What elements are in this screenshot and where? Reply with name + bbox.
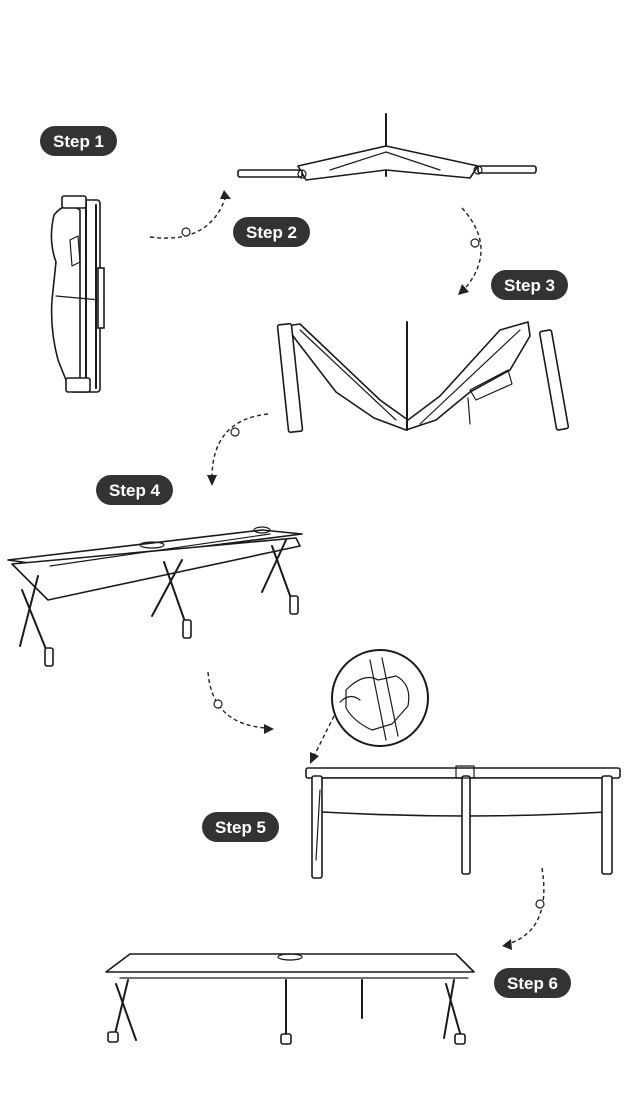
flow-arrow-4-to-5 — [207, 671, 274, 734]
step-1-badge: Step 1 — [40, 126, 117, 156]
folded-cot-illustration — [50, 195, 105, 393]
flow-arrow-3-to-4 — [207, 413, 269, 486]
step-1-label: Step 1 — [53, 132, 104, 151]
step-6-badge: Step 6 — [494, 968, 571, 998]
cot-side-view-illustration — [305, 765, 621, 879]
step-3-label: Step 3 — [504, 276, 555, 295]
finished-cot-illustration — [105, 953, 475, 1045]
step-6-label: Step 6 — [507, 974, 558, 993]
unfolded-cot-flat-illustration — [237, 113, 537, 181]
flow-arrow-2-to-3 — [458, 207, 482, 295]
step-2-badge: Step 2 — [233, 217, 310, 247]
cot-upright-illustration — [7, 526, 303, 667]
flow-arrow-1-to-2 — [149, 190, 231, 239]
step-3-badge: Step 3 — [491, 270, 568, 300]
flow-arrow-5-to-6 — [502, 867, 545, 950]
flow-arrow-closeup-to-cot — [310, 715, 335, 764]
step-4-label: Step 4 — [109, 481, 161, 500]
step-4-badge: Step 4 — [96, 475, 173, 505]
detail-closeup-illustration — [331, 649, 429, 747]
step-5-badge: Step 5 — [202, 812, 279, 842]
step-2-label: Step 2 — [246, 223, 297, 242]
step-5-label: Step 5 — [215, 818, 266, 837]
frame-opening-illustration — [276, 321, 570, 434]
